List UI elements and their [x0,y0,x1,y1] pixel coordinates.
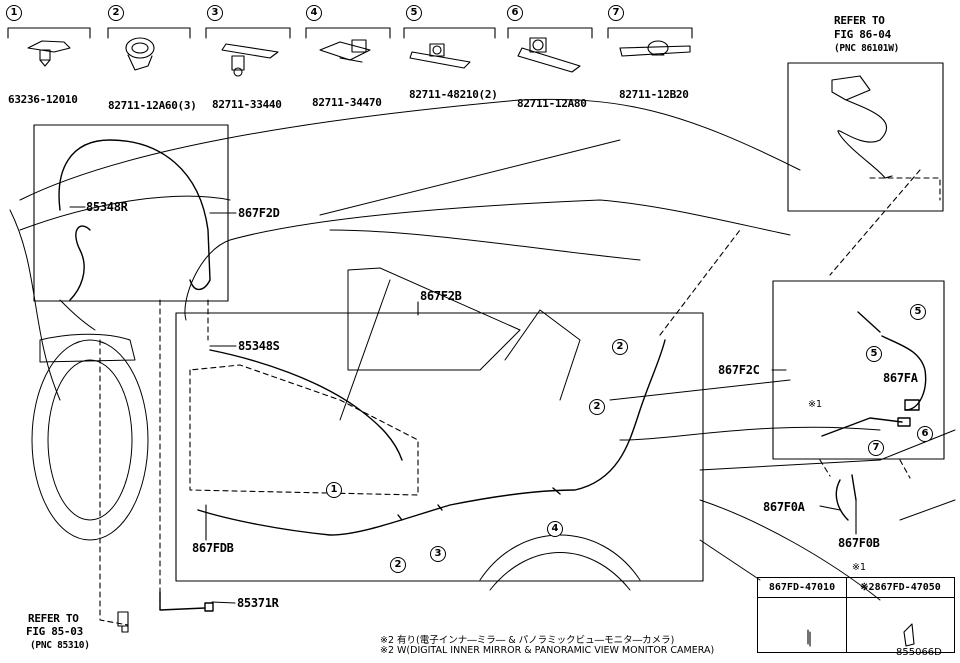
diagram-clip-5b: 5 [866,346,882,362]
dashed-region [189,364,419,496]
clip-part-no-2: 82711-12A60(3) [108,99,197,112]
refer-bottom-line2: FIG 85-03 [26,625,83,638]
dashed-leader [819,459,911,479]
variant-col2-cell [845,597,956,653]
main-detail-box [175,312,704,582]
callout-85348R: 85348R [86,200,128,214]
clip-5-icon [409,43,471,69]
diagram-clip-1: 1 [326,482,342,498]
clip-part-no-6: 82711-12A80 [517,97,587,110]
refer-bottom-line1: REFER TO [28,612,79,625]
footnote-jp: ※2 有り(電子インナ―ミラ― & パノラミックビュ―モニタ―カメラ) [380,635,675,646]
clip-index-2: 2 [108,5,124,21]
callout-leaders [69,206,857,604]
pump-85310 [117,611,129,633]
clip-6-icon [517,37,581,73]
clip-part-no-1: 63236-12010 [8,93,78,106]
callout-867F0A: 867F0A [763,500,805,514]
clip-7-icon [619,40,691,57]
clip-part-no-3: 82711-33440 [212,98,282,111]
diagram-clip-2a: 2 [390,557,406,573]
diagram-clip-2c: 2 [612,339,628,355]
clip-index-3: 3 [207,5,223,21]
clip-index-5: 5 [406,5,422,21]
clip-index-6: 6 [507,5,523,21]
clip-4-icon [319,39,371,63]
refer-86-04-box [787,62,944,212]
clip-part-no-5: 82711-48210(2) [409,88,498,101]
clip-2-icon [125,37,155,71]
diagram-clip-5a: 5 [910,304,926,320]
callout-867F0B: 867F0B [838,536,880,550]
figure-code: 855066D [896,647,942,658]
refer-bottom-line3: (PNC 85310) [30,640,90,651]
refer-86-04-part [831,75,893,179]
clip-1-icon [27,40,71,67]
dashed-leader [99,229,741,626]
hose-85371R [159,591,214,612]
variant-col1-header: 867FD-47010 [757,577,847,598]
variant-col2-header: ※2867FD-47050 [845,577,956,598]
vehicle-outline [9,98,956,601]
diagram-clip-4: 4 [547,521,563,537]
refer-top-line2: FIG 86-04 [834,28,891,41]
refer-top-line1: REFER TO [834,14,885,27]
detail-box-left [33,124,229,302]
hose-867F0A [835,474,857,521]
refer-top-line3: (PNC 86101W) [834,43,900,54]
dashed-leader [829,169,941,276]
hose-867F2D [58,139,211,301]
variant-table: 867FD-47010 ※2867FD-47050 [757,577,956,653]
callout-85371R: 85371R [237,596,279,610]
footnote-en: ※2 W(DIGITAL INNER MIRROR & PANORAMIC VI… [380,645,715,656]
callout-85348S: 85348S [238,339,280,353]
clip-3-icon [221,43,279,77]
clip-index-1: 1 [6,5,22,21]
hose-867F2C [821,311,927,437]
callout-867F2D: 867F2D [238,206,280,220]
hose-867F2B [197,339,666,536]
variant-table-marker: ※1 [852,562,867,573]
clip-part-no-4: 82711-34470 [312,96,382,109]
callout-867F2C: 867F2C [718,363,760,377]
diagram-clip-7: 7 [868,440,884,456]
diagram-clip-3: 3 [430,546,446,562]
clip-part-no-7: 82711-12B20 [619,88,689,101]
callout-867FDB: 867FDB [192,541,234,555]
clip-index-7: 7 [608,5,624,21]
callout-867FA: 867FA [883,371,918,385]
clip-brackets [7,27,693,39]
clip-index-4: 4 [306,5,322,21]
diagram-clip-6: 6 [917,426,933,442]
diagram-clip-2b: 2 [589,399,605,415]
detail-marker: ※1 [808,399,823,410]
callout-867F2B: 867F2B [420,289,462,303]
variant-col1-cell [757,597,847,653]
